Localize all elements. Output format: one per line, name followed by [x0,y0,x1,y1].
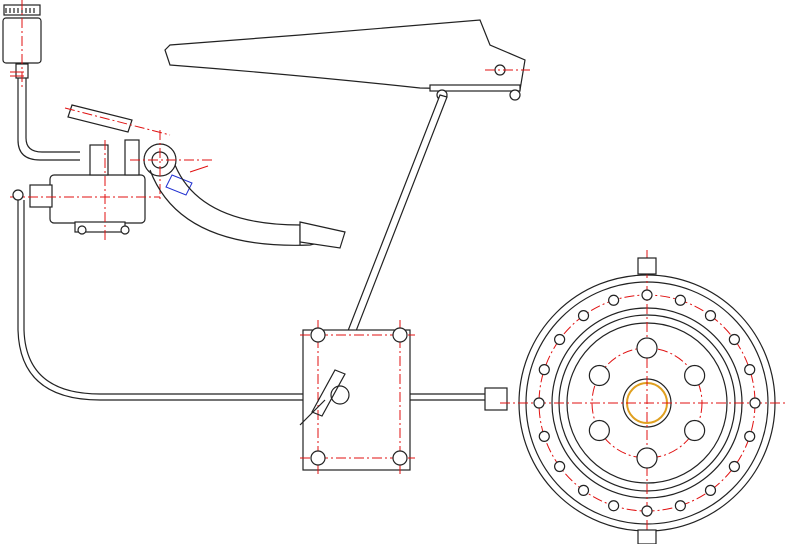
handbrake-lever [164,19,530,101]
pedal-switch [64,104,171,136]
drum-bolt [538,364,550,376]
drum-bolt [749,397,761,409]
drum-bolt [554,460,566,473]
pivot-plate [299,320,415,475]
drum-hole [636,337,658,359]
reservoir-hose [17,78,80,161]
brake-drum [500,250,786,544]
drum-bolt [577,484,590,496]
drum-bolt [704,310,717,322]
drum-bolt [744,430,756,442]
drum-bolt [577,310,590,322]
drum-hole [636,447,658,469]
drum-hole [684,364,706,387]
drum-bolt [674,294,686,306]
cable-fitting [484,387,508,411]
drum-bolt [744,364,756,376]
drum-hole [684,419,706,442]
fluid-reservoir [2,0,42,90]
pedal-pad [299,221,346,249]
drum-bolt [608,294,620,306]
drum-bolt [538,430,550,442]
drum-hole [588,419,610,442]
drum-bolt [728,333,740,346]
drum-bolt [608,500,620,512]
drum-hole [588,364,610,387]
drum-bolt [641,505,653,517]
brake-cable [17,200,490,401]
drum-bolt [704,484,717,496]
drum-bolt [674,500,686,512]
drum-bolt [641,289,653,301]
drum-bolt [554,333,566,346]
drum-bolt [533,397,545,409]
drum-bolt [728,460,740,473]
master-cylinder [10,130,215,240]
